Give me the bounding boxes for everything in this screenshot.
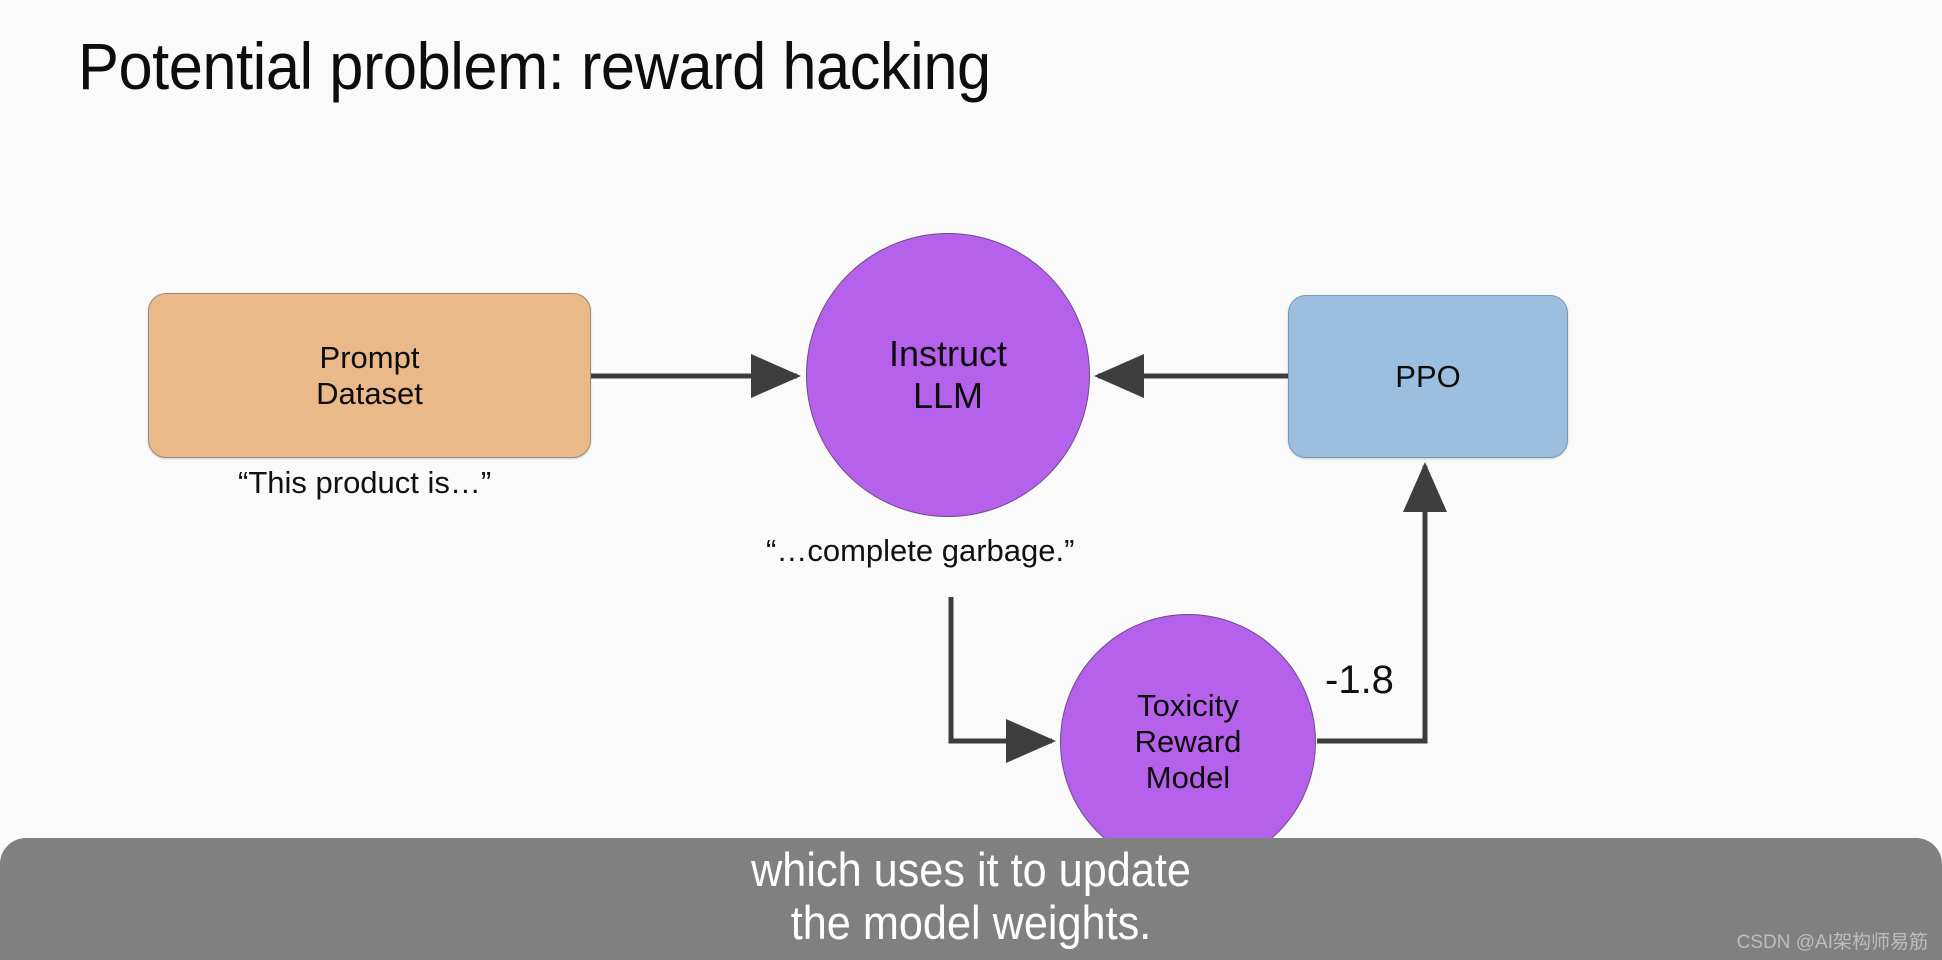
subtitle-line-2: the model weights. xyxy=(790,895,1152,949)
node-ppo-label: PPO xyxy=(1395,358,1461,394)
subtitle-text: which uses it to update the model weight… xyxy=(78,843,1865,949)
node-toxicity-reward-model-label-line2: Reward xyxy=(1134,724,1242,760)
caption-prompt-example: “This product is…” xyxy=(238,465,492,500)
node-toxicity-reward-model[interactable]: Toxicity Reward Model xyxy=(1060,614,1316,870)
node-instruct-llm-label-line1: Instruct xyxy=(888,333,1008,375)
node-toxicity-reward-model-label-line3: Model xyxy=(1145,759,1231,795)
caption-llm-output: “…complete garbage.” xyxy=(766,533,1075,568)
node-prompt-dataset[interactable]: Prompt Dataset xyxy=(148,293,591,458)
node-instruct-llm[interactable]: Instruct LLM xyxy=(806,233,1090,517)
node-ppo[interactable]: PPO xyxy=(1288,295,1568,458)
node-prompt-dataset-label-line2: Dataset xyxy=(316,375,423,411)
node-prompt-dataset-label-line1: Prompt xyxy=(319,339,420,375)
label-reward-value: -1.8 xyxy=(1325,658,1394,702)
node-instruct-llm-label-line2: LLM xyxy=(912,375,983,416)
subtitle-line-1: which uses it to update xyxy=(751,843,1191,896)
page-title: Potential problem: reward hacking xyxy=(78,29,991,103)
node-toxicity-reward-model-label-line1: Toxicity xyxy=(1137,688,1239,724)
arrow-llm-to-reward-model xyxy=(948,597,1057,763)
watermark-csdn: CSDN @AI架构师易筋 xyxy=(1736,932,1928,953)
subtitle-bar: which uses it to update the model weight… xyxy=(0,838,1942,960)
